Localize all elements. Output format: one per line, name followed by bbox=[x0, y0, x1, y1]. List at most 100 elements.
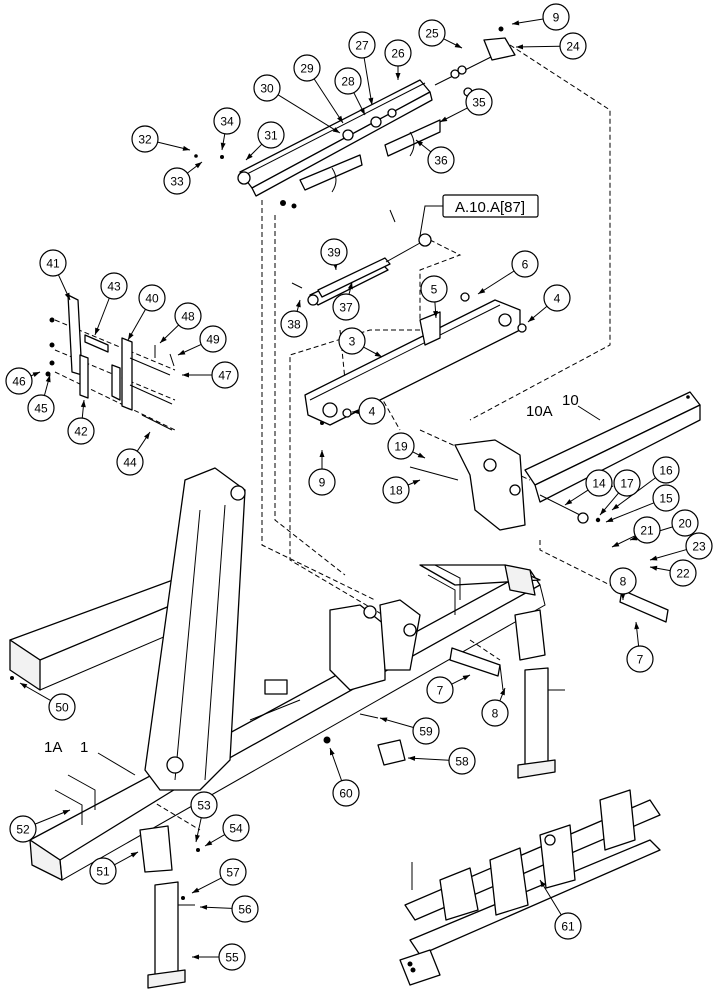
callout-leader bbox=[363, 57, 373, 106]
callout-bubble bbox=[338, 327, 366, 355]
callout-number: 53 bbox=[197, 798, 211, 812]
callout-bubble bbox=[554, 912, 582, 940]
callout-number: 45 bbox=[34, 401, 48, 415]
callout-bubble bbox=[685, 532, 713, 560]
callout-4: 4 bbox=[527, 284, 571, 323]
hitch-tube bbox=[409, 391, 701, 691]
callout-15: 15 bbox=[605, 484, 680, 523]
callout-34: 34 bbox=[213, 107, 241, 151]
callout-9: 9 bbox=[511, 3, 570, 31]
callout-bubble bbox=[511, 250, 539, 278]
callout-49: 49 bbox=[177, 325, 227, 356]
callout-arrowhead bbox=[374, 351, 382, 357]
callout-8: 8 bbox=[481, 687, 509, 727]
callout-bubble bbox=[27, 394, 55, 422]
callout-number: 29 bbox=[300, 61, 314, 75]
reference-label: A.10.A[87] bbox=[455, 199, 525, 216]
callout-number: 8 bbox=[492, 706, 499, 720]
callout-bubble bbox=[280, 310, 308, 338]
callout-arrowhead bbox=[478, 288, 486, 294]
callout-number: 28 bbox=[341, 74, 355, 88]
callout-arrowhead bbox=[332, 127, 340, 133]
callout-bubble bbox=[633, 516, 661, 544]
callout-bubble bbox=[465, 88, 493, 116]
callout-arrowhead bbox=[205, 840, 213, 846]
callout-number: 31 bbox=[264, 128, 278, 142]
callout-arrowhead bbox=[650, 555, 658, 561]
callout-bubble bbox=[334, 67, 362, 95]
callout-bubble bbox=[5, 367, 33, 395]
callout-3: 3 bbox=[338, 327, 383, 358]
callout-41: 41 bbox=[39, 249, 71, 301]
callout-bubble bbox=[448, 747, 476, 775]
jack-stand-right bbox=[514, 609, 565, 779]
callout-arrowhead bbox=[182, 372, 189, 378]
callout-number: 19 bbox=[394, 439, 408, 453]
callout-leader bbox=[313, 78, 344, 124]
callout-arrowhead bbox=[462, 675, 470, 681]
slide-assembly bbox=[194, 26, 516, 209]
callout-9: 9 bbox=[308, 450, 336, 496]
callout-number: 59 bbox=[419, 724, 433, 738]
callout-bubble bbox=[542, 3, 570, 31]
callout-30: 30 bbox=[253, 74, 341, 134]
callout-56: 56 bbox=[199, 895, 259, 923]
callout-60: 60 bbox=[329, 747, 360, 807]
callout-22: 22 bbox=[649, 559, 697, 587]
callout-number: 39 bbox=[327, 245, 341, 259]
callout-bubble bbox=[652, 456, 680, 484]
callout-bubble bbox=[231, 895, 259, 923]
callout-arrowhead bbox=[45, 375, 51, 383]
callout-arrowhead bbox=[64, 292, 70, 300]
main-frame bbox=[9, 467, 546, 881]
callout-57: 57 bbox=[191, 858, 247, 894]
callout-4: 4 bbox=[351, 397, 386, 425]
callout-arrowhead bbox=[200, 904, 208, 910]
callout-48: 48 bbox=[159, 302, 202, 344]
callout-55: 55 bbox=[192, 943, 246, 971]
callout-arrowhead bbox=[454, 42, 462, 48]
callout-36: 36 bbox=[415, 139, 455, 174]
callout-5: 5 bbox=[420, 275, 448, 319]
small-hardware bbox=[10, 676, 406, 900]
callout-bubble bbox=[427, 146, 455, 174]
callout-number: 36 bbox=[434, 153, 448, 167]
callout-38: 38 bbox=[280, 299, 308, 338]
callout-number: 7 bbox=[437, 683, 444, 697]
callout-number: 30 bbox=[260, 81, 274, 95]
callout-arrowhead bbox=[395, 73, 401, 80]
callout-26: 26 bbox=[384, 39, 412, 80]
callout-arrowhead bbox=[352, 409, 360, 415]
callout-bubble bbox=[585, 469, 613, 497]
callout-number: 54 bbox=[229, 821, 243, 835]
callout-number: 56 bbox=[238, 902, 252, 916]
callout-arrowhead bbox=[195, 834, 200, 842]
callout-28: 28 bbox=[334, 67, 366, 116]
label-10: 10 bbox=[562, 392, 579, 409]
callout-bubble bbox=[387, 432, 415, 460]
callout-number: 43 bbox=[107, 279, 121, 293]
callout-number: 9 bbox=[319, 475, 326, 489]
callout-bubble bbox=[174, 302, 202, 330]
callout-39: 39 bbox=[320, 238, 348, 271]
callout-50: 50 bbox=[19, 682, 76, 721]
callout-58: 58 bbox=[407, 747, 476, 775]
callout-arrowhead bbox=[160, 336, 167, 343]
callout-arrowhead bbox=[359, 107, 365, 115]
callout-24: 24 bbox=[515, 32, 587, 60]
callout-54: 54 bbox=[204, 814, 250, 847]
callout-arrowhead bbox=[128, 332, 134, 340]
callout-bubble bbox=[211, 361, 239, 389]
callout-bubble bbox=[420, 275, 448, 303]
lift-arm bbox=[304, 292, 527, 426]
callout-number: 5 bbox=[431, 282, 438, 296]
callout-bubble bbox=[652, 484, 680, 512]
callout-arrowhead bbox=[433, 310, 439, 318]
callout-arrowhead bbox=[650, 565, 658, 571]
callout-52: 52 bbox=[9, 809, 71, 843]
callout-arrowhead bbox=[192, 887, 200, 893]
callout-number: 7 bbox=[637, 652, 644, 666]
callout-number: 17 bbox=[620, 476, 634, 490]
